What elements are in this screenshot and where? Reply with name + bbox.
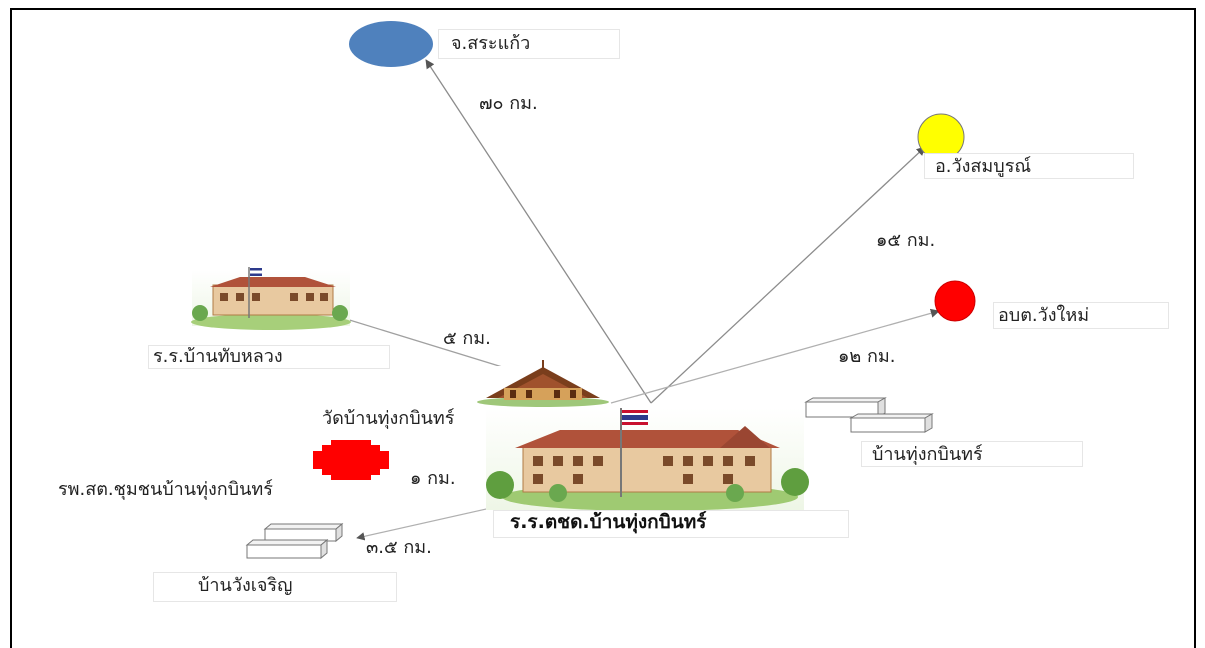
map-diagram: จ.สระแก้ว ๗๐ กม. อ.วังสมบูรณ์ ๑๕ กม. อบต… bbox=[10, 8, 1196, 648]
sakaeo-marker bbox=[349, 21, 433, 67]
line-to-sakaeo bbox=[425, 59, 652, 404]
label-box-wang-charoen bbox=[153, 572, 397, 602]
connection-lines bbox=[191, 21, 976, 560]
distance-label-health-center: ๑ กม. bbox=[410, 468, 456, 489]
house-block-icon bbox=[245, 522, 344, 560]
label-box-main-school bbox=[493, 510, 849, 538]
distance-label-obt: ๑๒ กม. bbox=[838, 346, 896, 367]
house-block-icon bbox=[804, 397, 934, 433]
place-label-wang-sombun: อ.วังสมบูรณ์ bbox=[935, 156, 1032, 177]
line-to-obt bbox=[610, 308, 940, 404]
label-box-village-thung-kabin bbox=[861, 441, 1083, 467]
label-box-obt bbox=[993, 302, 1169, 329]
place-label-temple: วัดบ้านทุ่งกบินทร์ bbox=[322, 408, 455, 429]
place-label-main-school: ร.ร.ตชด.บ้านทุ่งกบินทร์ bbox=[510, 511, 707, 533]
label-box-sakaeo bbox=[438, 29, 620, 59]
place-label-health-center: รพ.สต.ชุมชนบ้านทุ่งกบินทร์ bbox=[58, 479, 273, 500]
place-label-wang-charoen: บ้านวังเจริญ bbox=[198, 575, 293, 596]
hospital-cross-icon bbox=[313, 440, 389, 480]
school-building-image bbox=[191, 267, 351, 330]
label-box-thap-luang bbox=[148, 345, 390, 369]
distance-label-wang-sombun: ๑๕ กม. bbox=[876, 230, 936, 251]
place-label-sakaeo: จ.สระแก้ว bbox=[451, 33, 531, 54]
label-box-wang-sombun bbox=[924, 153, 1134, 179]
place-label-thap-luang: ร.ร.บ้านทับหลวง bbox=[153, 346, 283, 367]
place-label-village-thung-kabin: บ้านทุ่งกบินทร์ bbox=[872, 444, 983, 465]
distance-label-sakaeo: ๗๐ กม. bbox=[479, 93, 538, 114]
school-building-image bbox=[486, 408, 809, 511]
obt-marker bbox=[934, 280, 976, 322]
line-to-wang-sombun bbox=[650, 146, 926, 404]
temple-image bbox=[476, 360, 610, 407]
distance-label-thap-luang: ๕ กม. bbox=[443, 328, 491, 349]
diagram-frame bbox=[10, 8, 1196, 648]
place-label-obt: อบต.วังใหม่ bbox=[998, 305, 1090, 326]
distance-label-wang-charoen: ๓.๕ กม. bbox=[366, 537, 432, 558]
